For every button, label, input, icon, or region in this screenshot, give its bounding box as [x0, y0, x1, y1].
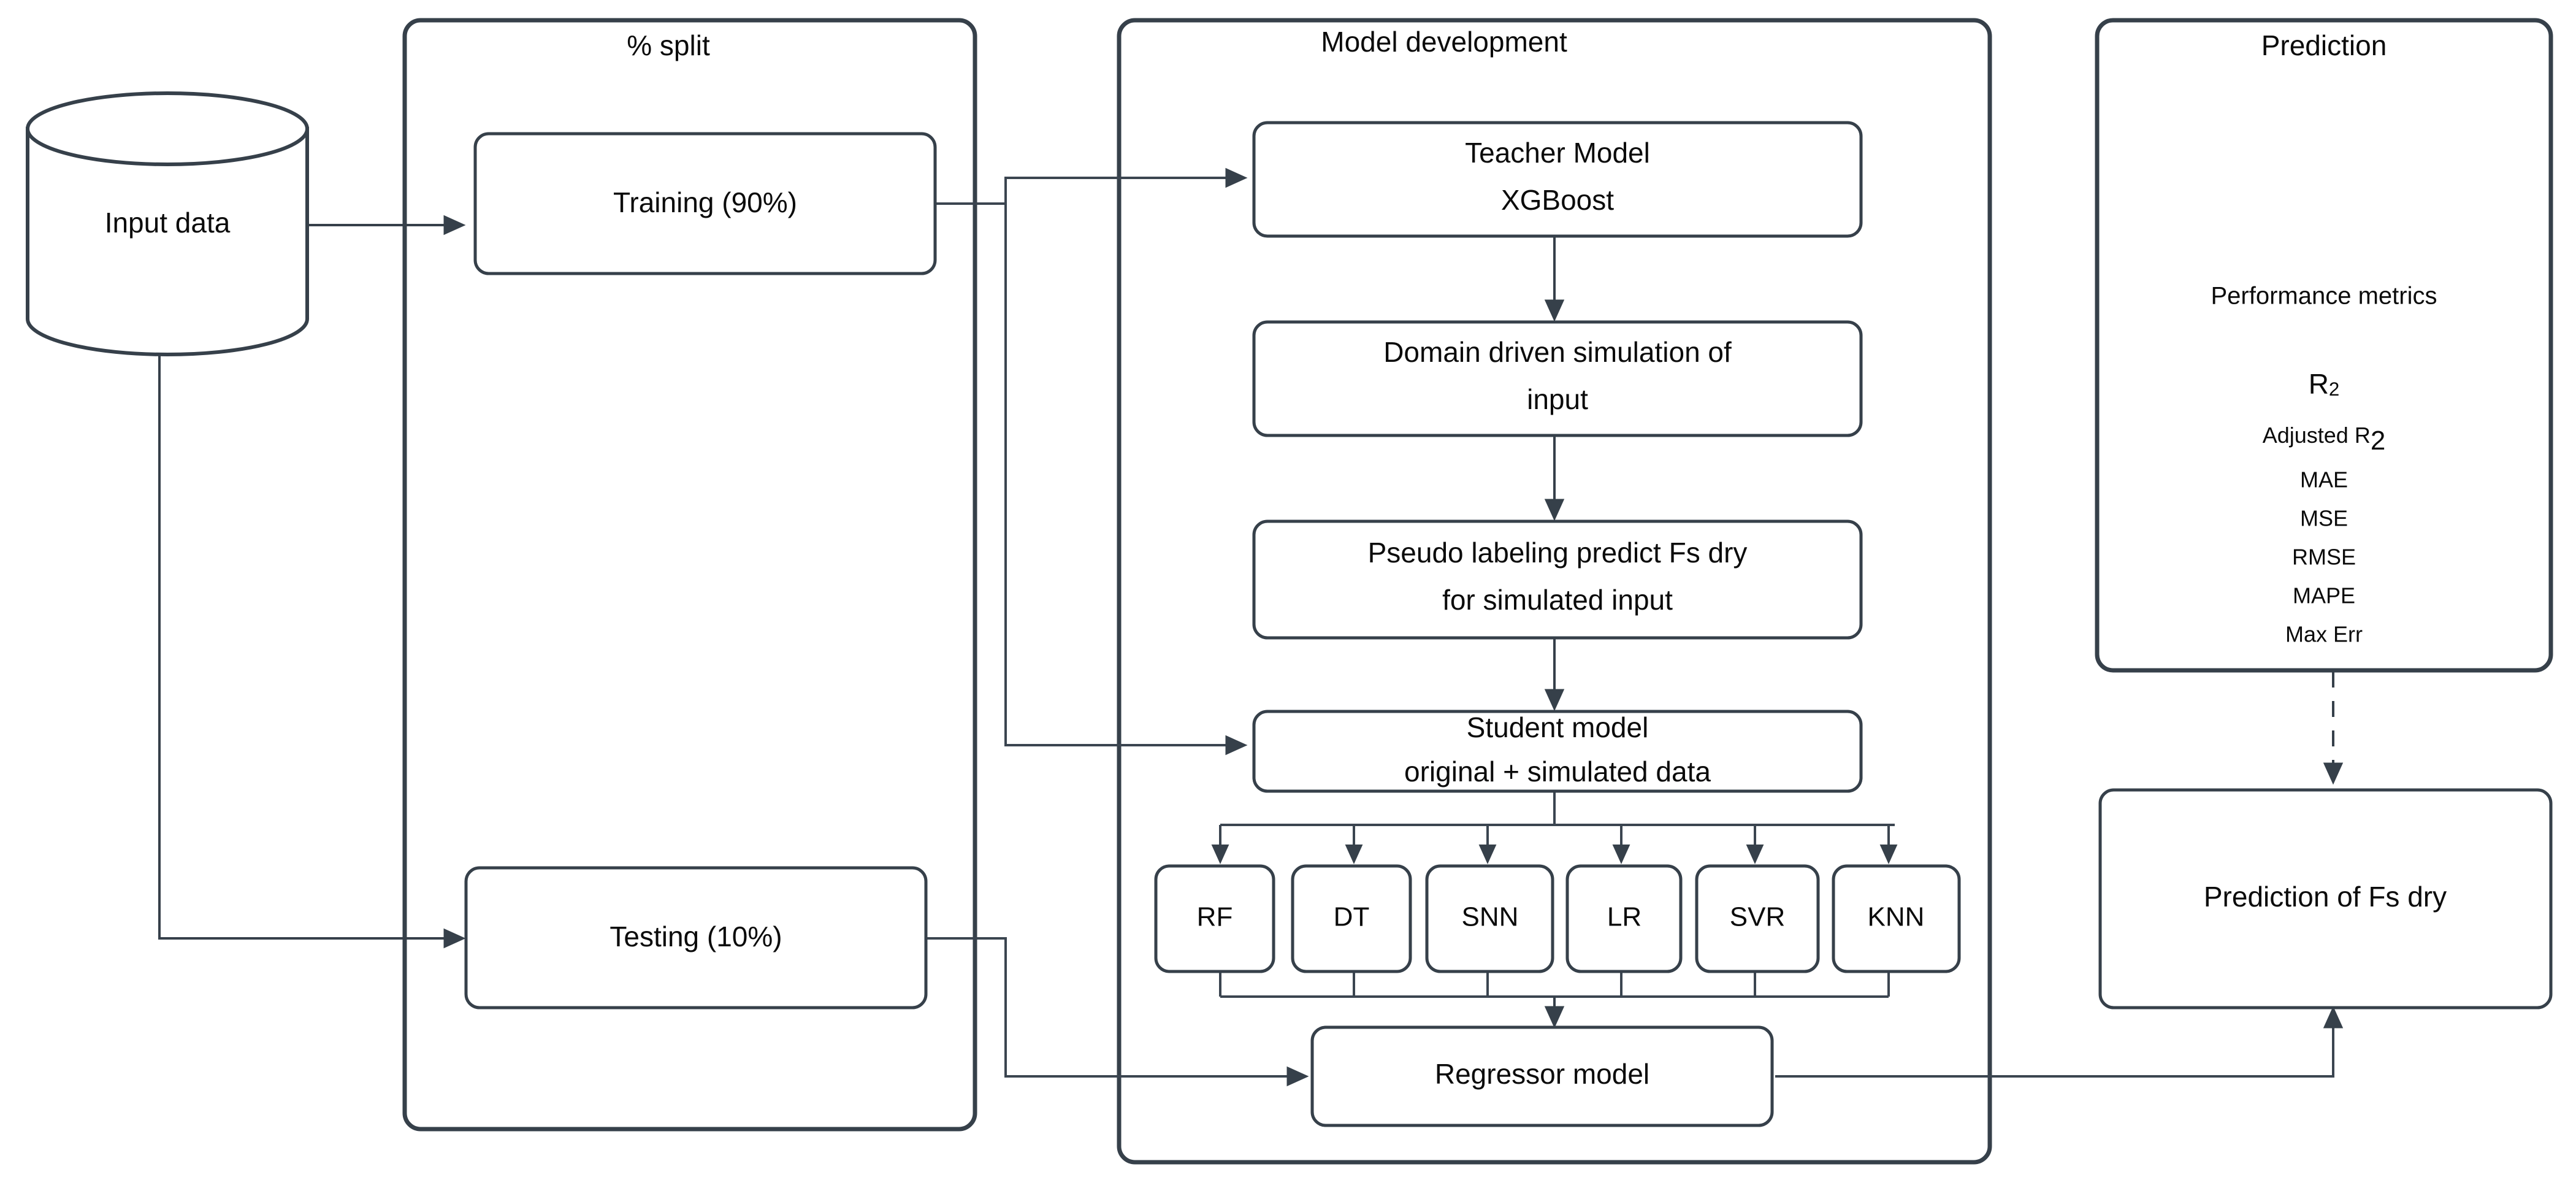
testing-label: Testing (10%) [610, 921, 782, 952]
algorithm-dt-label: DT [1334, 902, 1370, 932]
prediction-group-label: Prediction [2261, 29, 2387, 61]
prediction-output-box [2098, 788, 2553, 1010]
input-data-node[interactable]: Input data [26, 91, 309, 356]
metric-mae: MAE [2300, 467, 2348, 492]
algorithm-snn-box [1425, 864, 1554, 973]
simulation-box [1252, 320, 1863, 437]
algorithm-snn-label: SNN [1462, 902, 1519, 932]
metric-r2: R2 [2309, 368, 2340, 400]
algorithm-svr-label: SVR [1730, 902, 1785, 932]
metric-adjusted-r2: Adjusted R2 [2263, 423, 2386, 456]
simulation-line2: input [1527, 383, 1588, 415]
algorithm-snn[interactable]: SNN [1425, 864, 1554, 973]
edge-input-to-testing [158, 307, 466, 949]
algorithm-knn-label: KNN [1868, 902, 1925, 932]
algorithm-knn-box [1832, 864, 1961, 973]
teacher-model-line1: Teacher Model [1465, 137, 1650, 169]
algorithm-rf-box [1154, 864, 1275, 973]
testing-box [464, 866, 928, 1010]
metric-max-err: Max Err [2285, 622, 2363, 647]
student-model-node[interactable]: Student model original + simulated data [1252, 710, 1863, 793]
edge-training-to-student [1004, 204, 1248, 756]
teacher-model-line2: XGBoost [1501, 184, 1614, 216]
prediction-output-node[interactable]: Prediction of Fs dry [2098, 788, 2553, 1010]
algorithm-svr-box [1695, 864, 1820, 973]
performance-metrics-heading: Performance metrics [2211, 283, 2437, 310]
model-group-container [1117, 18, 1992, 1165]
simulation-node[interactable]: Domain driven simulation of input [1252, 320, 1863, 437]
teacher-model-node[interactable]: Teacher Model XGBoost [1252, 121, 1863, 238]
algorithm-dt[interactable]: DT [1291, 864, 1412, 973]
split-group-label: % split [627, 29, 710, 61]
prediction-output-label: Prediction of Fs dry [2204, 881, 2447, 913]
edge-testing-to-regressor [926, 937, 1309, 1087]
metric-mse: MSE [2300, 506, 2348, 531]
pseudo-labeling-line2: for simulated input [1442, 584, 1673, 616]
regressor-model-node[interactable]: Regressor model [1310, 1025, 1774, 1127]
pseudo-labeling-line1: Pseudo labeling predict Fs dry [1368, 537, 1748, 569]
cylinder-top [26, 91, 309, 166]
testing-node[interactable]: Testing (10%) [464, 866, 928, 1010]
student-model-line1: Student model [1467, 711, 1649, 743]
training-node[interactable]: Training (90%) [473, 132, 937, 275]
algorithm-svr[interactable]: SVR [1695, 864, 1820, 973]
regressor-model-box [1310, 1025, 1774, 1127]
algorithm-dt-box [1291, 864, 1412, 973]
algorithm-lr-label: LR [1607, 902, 1642, 932]
student-model-line2: original + simulated data [1404, 756, 1711, 787]
metric-rmse: RMSE [2292, 545, 2356, 570]
algorithm-lr-box [1565, 864, 1683, 973]
student-model-box [1252, 710, 1863, 793]
prediction-group-container [2095, 18, 2553, 673]
pseudo-labeling-node[interactable]: Pseudo labeling predict Fs dry for simul… [1252, 519, 1863, 640]
algorithm-rf[interactable]: RF [1154, 864, 1275, 973]
metric-mape: MAPE [2293, 583, 2355, 608]
teacher-model-box [1252, 121, 1863, 238]
simulation-line1: Domain driven simulation of [1383, 336, 1732, 368]
regressor-model-label: Regressor model [1435, 1058, 1649, 1090]
edge-regressor-to-output [1775, 1006, 2344, 1078]
pseudo-labeling-box [1252, 519, 1863, 640]
cylinder-body [26, 127, 309, 356]
training-box [473, 132, 937, 275]
model-group-label: Model development [1321, 26, 1567, 58]
algorithm-knn[interactable]: KNN [1832, 864, 1961, 973]
algorithm-lr[interactable]: LR [1565, 864, 1683, 973]
algorithm-rf-label: RF [1197, 902, 1233, 932]
training-label: Training (90%) [613, 186, 797, 218]
edge-training-to-teacher [935, 167, 1248, 205]
input-data-label: Input data [105, 207, 231, 239]
split-group-container [402, 18, 977, 1132]
